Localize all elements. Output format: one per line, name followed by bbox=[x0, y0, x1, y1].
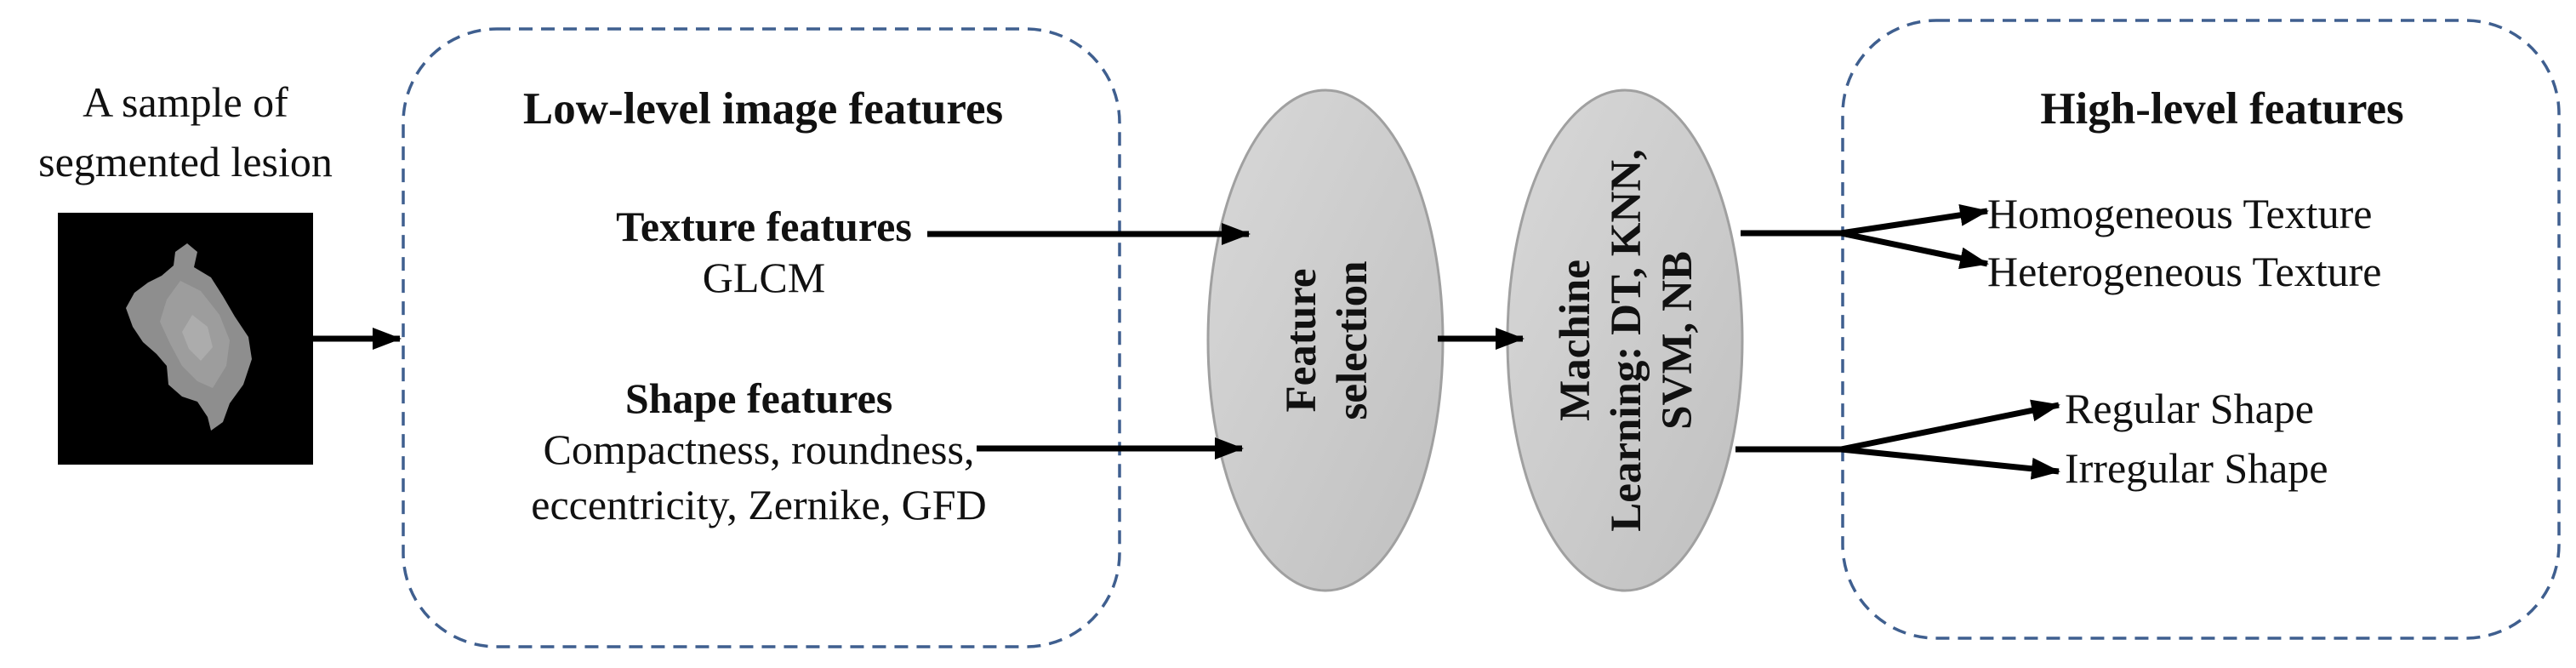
machine-learning-line2: Learning: DT, KNN, bbox=[1603, 149, 1650, 532]
sample-caption-line1: A sample of bbox=[83, 78, 288, 126]
shape-features-heading: Shape features bbox=[625, 374, 892, 422]
lesion-image bbox=[58, 213, 313, 465]
output-regular-shape: Regular Shape bbox=[2065, 385, 2314, 432]
shape-methods-line1: Compactness, roundness, bbox=[544, 425, 975, 473]
machine-learning-line1: Machine bbox=[1552, 260, 1599, 421]
arrow-to-irregular-shape bbox=[1840, 446, 2060, 480]
high-level-title: High-level features bbox=[2040, 84, 2403, 134]
texture-method-label: GLCM bbox=[703, 254, 825, 301]
feature-selection-line1: Feature bbox=[1278, 269, 1325, 413]
feature-selection-ellipse bbox=[1206, 88, 1445, 592]
low-level-title: Low-level image features bbox=[523, 84, 1003, 134]
machine-learning-line3: SVM, NB bbox=[1654, 251, 1701, 430]
output-irregular-shape: Irregular Shape bbox=[2065, 444, 2328, 492]
sample-caption-line2: segmented lesion bbox=[38, 138, 333, 186]
output-heterogeneous-texture: Heterogeneous Texture bbox=[1987, 248, 2381, 295]
low-level-features-box bbox=[402, 27, 1121, 648]
texture-features-heading: Texture features bbox=[616, 203, 912, 250]
feature-selection-line2: selection bbox=[1329, 261, 1376, 420]
shape-methods-line2: eccentricity, Zernike, GFD bbox=[531, 481, 986, 528]
arrow-to-heterogeneous bbox=[1840, 230, 1989, 270]
arrow-to-homogeneous bbox=[1840, 203, 1989, 237]
output-homogeneous-texture: Homogeneous Texture bbox=[1987, 190, 2372, 237]
high-level-features-box bbox=[1841, 19, 2561, 640]
arrow-to-regular-shape bbox=[1840, 399, 2060, 453]
